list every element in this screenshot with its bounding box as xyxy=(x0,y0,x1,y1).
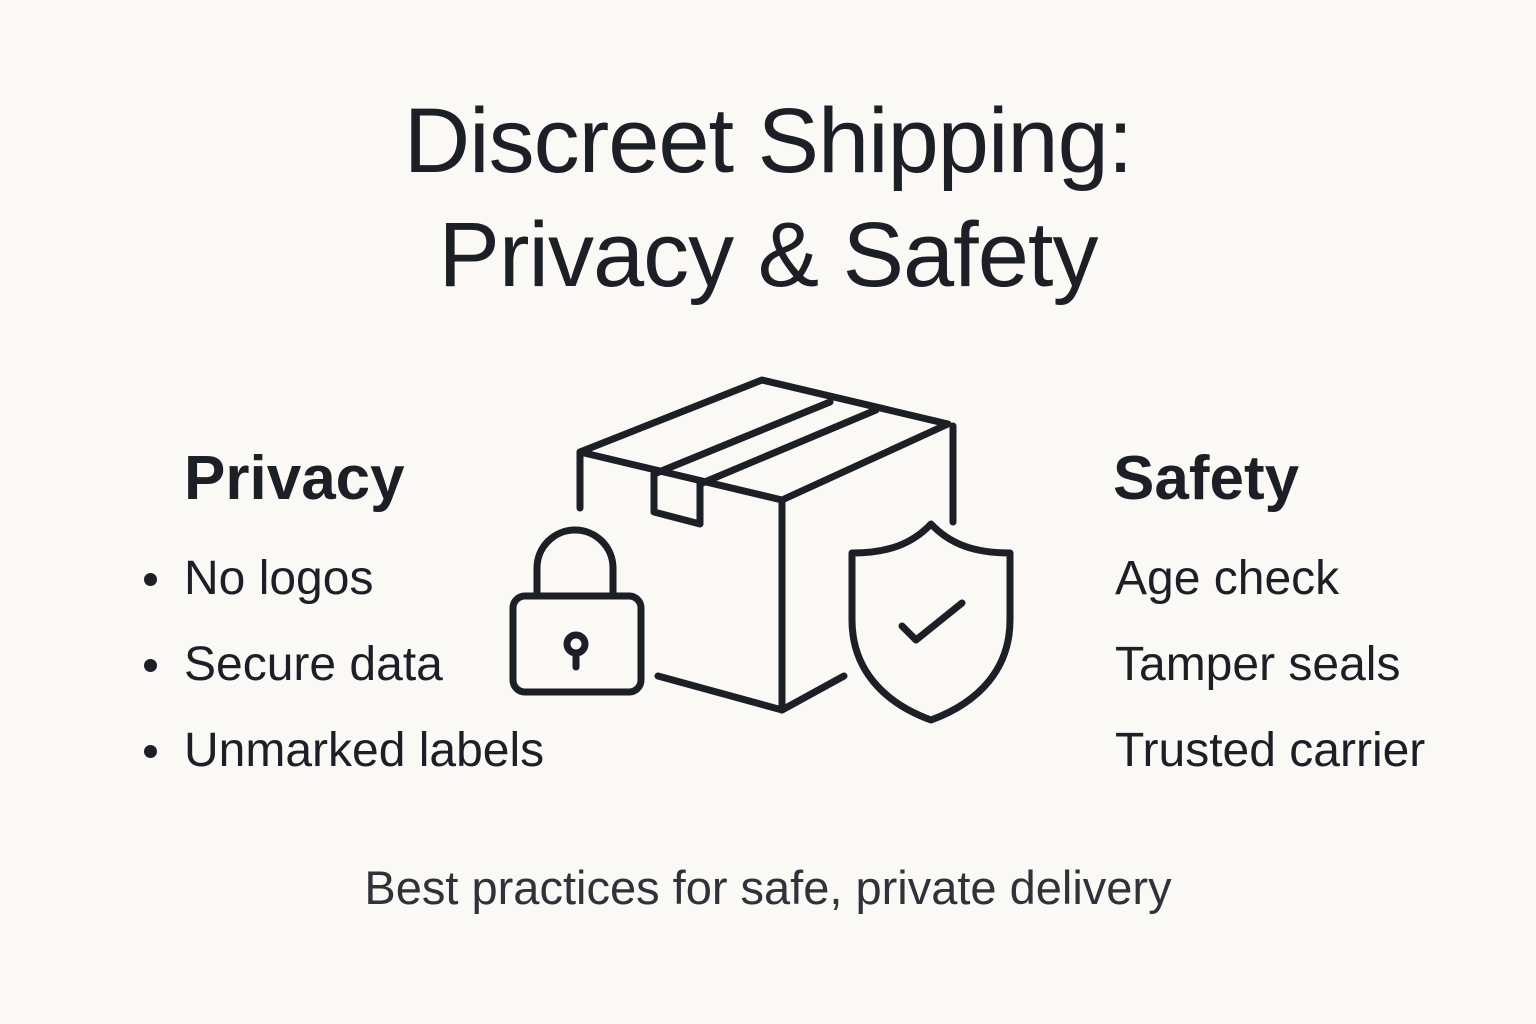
privacy-item: Secure data xyxy=(144,622,544,708)
bullet-icon xyxy=(144,745,157,758)
padlock-icon xyxy=(509,526,645,696)
safety-item: Trusted carrier xyxy=(1115,724,1426,777)
bullet-icon xyxy=(144,659,157,672)
safety-item: Tamper seals xyxy=(1115,638,1401,691)
safety-item: Age check xyxy=(1115,552,1340,605)
title-line-1: Discreet Shipping: xyxy=(403,90,1134,192)
safety-heading: Safety xyxy=(1113,444,1300,513)
tagline: Best practices for safe, private deliver… xyxy=(364,861,1172,914)
title-line-2: Privacy & Safety xyxy=(438,204,1099,306)
privacy-list: No logos Secure data Unmarked labels xyxy=(144,536,544,794)
privacy-item: Unmarked labels xyxy=(144,708,544,794)
package-box-icon xyxy=(576,376,957,714)
shield-check-icon xyxy=(848,520,1014,724)
privacy-heading: Privacy xyxy=(184,444,405,513)
privacy-item: No logos xyxy=(144,536,544,622)
page-title: Discreet Shipping: Privacy & Safety xyxy=(0,84,1536,312)
shipping-illustration xyxy=(509,376,1014,724)
safety-list: Age check Tamper seals Trusted carrier xyxy=(1115,536,1425,794)
bullet-icon xyxy=(144,573,157,586)
